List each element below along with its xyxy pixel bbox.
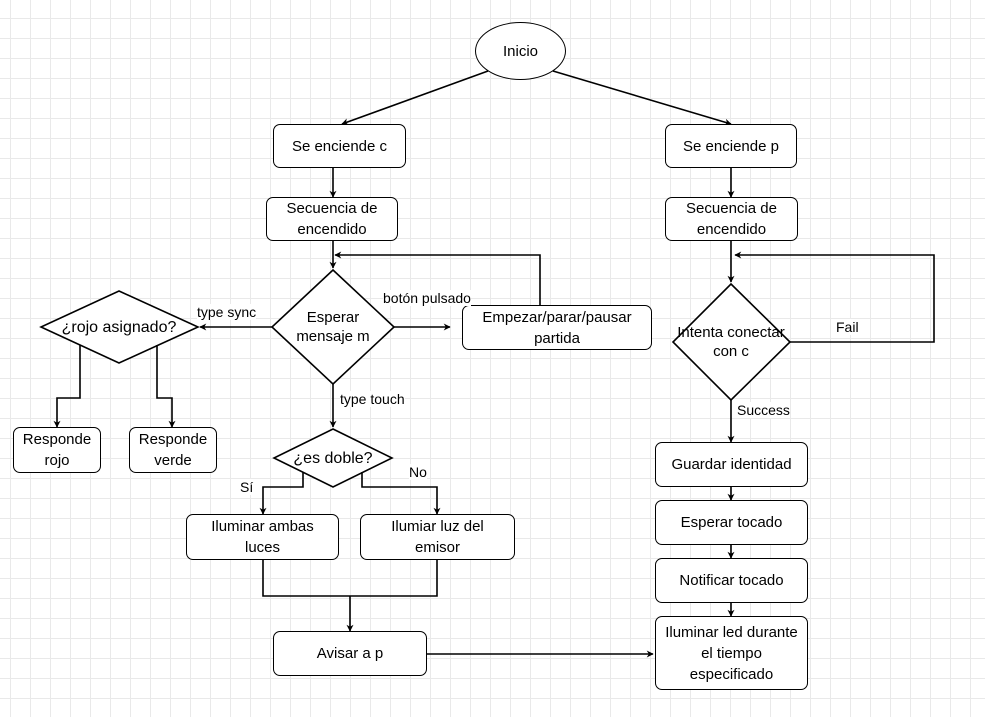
node-esperar-tocado[interactable]: Esperar tocado xyxy=(655,500,808,545)
decision-esperar-mensaje[interactable]: Esperar mensaje m xyxy=(296,309,370,345)
edge-inicio-to-enciende-p xyxy=(552,70,732,126)
node-enciende-p[interactable]: Se enciende p xyxy=(665,124,797,168)
decision-intenta-conectar[interactable]: Intenta conectar con c xyxy=(677,324,785,360)
edge-label-boton-pulsado: botón pulsado xyxy=(383,290,471,306)
node-responde-rojo[interactable]: Responde rojo xyxy=(13,427,101,473)
edge-inicio-to-enciende-c xyxy=(341,70,489,126)
node-notificar-tocado[interactable]: Notificar tocado xyxy=(655,558,808,603)
start-node[interactable]: Inicio xyxy=(475,22,566,80)
edge-label-no: No xyxy=(409,464,427,480)
edge-label-type-touch: type touch xyxy=(340,391,405,407)
node-empezar-parar[interactable]: Empezar/parar/pausar partida xyxy=(462,305,652,350)
edge-label-fail: Fail xyxy=(836,319,859,335)
node-iluminar-led[interactable]: Iluminar led durante el tiempo especific… xyxy=(655,616,808,690)
edge-es-doble-to-emisor xyxy=(361,472,441,515)
node-secuencia-c[interactable]: Secuencia de encendido xyxy=(266,197,398,241)
node-responde-verde[interactable]: Responde verde xyxy=(129,427,217,473)
edge-label-type-sync: type sync xyxy=(197,304,257,320)
edge-empezar-loop-back xyxy=(334,251,541,305)
edge-label-si: Sí xyxy=(240,479,254,495)
node-secuencia-p[interactable]: Secuencia de encendido xyxy=(665,197,798,241)
node-iluminar-emisor[interactable]: Ilumiar luz del emisor xyxy=(360,514,515,560)
decision-es-doble[interactable]: ¿es doble? xyxy=(293,449,373,467)
edge-ambas-emisor-to-avisar xyxy=(262,559,438,631)
node-iluminar-ambas[interactable]: Iluminar ambas luces xyxy=(186,514,339,560)
edge-rojo-to-responde-verde xyxy=(156,345,176,428)
node-guardar-identidad[interactable]: Guardar identidad xyxy=(655,442,808,487)
node-enciende-c[interactable]: Se enciende c xyxy=(273,124,406,168)
edge-intenta-fail-loop xyxy=(734,251,935,343)
edge-es-doble-to-ambas xyxy=(259,472,304,515)
edge-rojo-to-responde-rojo xyxy=(53,345,81,428)
decision-rojo-asignado[interactable]: ¿rojo asignado? xyxy=(61,318,177,336)
edge-label-success: Success xyxy=(737,402,790,418)
node-avisar-p[interactable]: Avisar a p xyxy=(273,631,427,676)
